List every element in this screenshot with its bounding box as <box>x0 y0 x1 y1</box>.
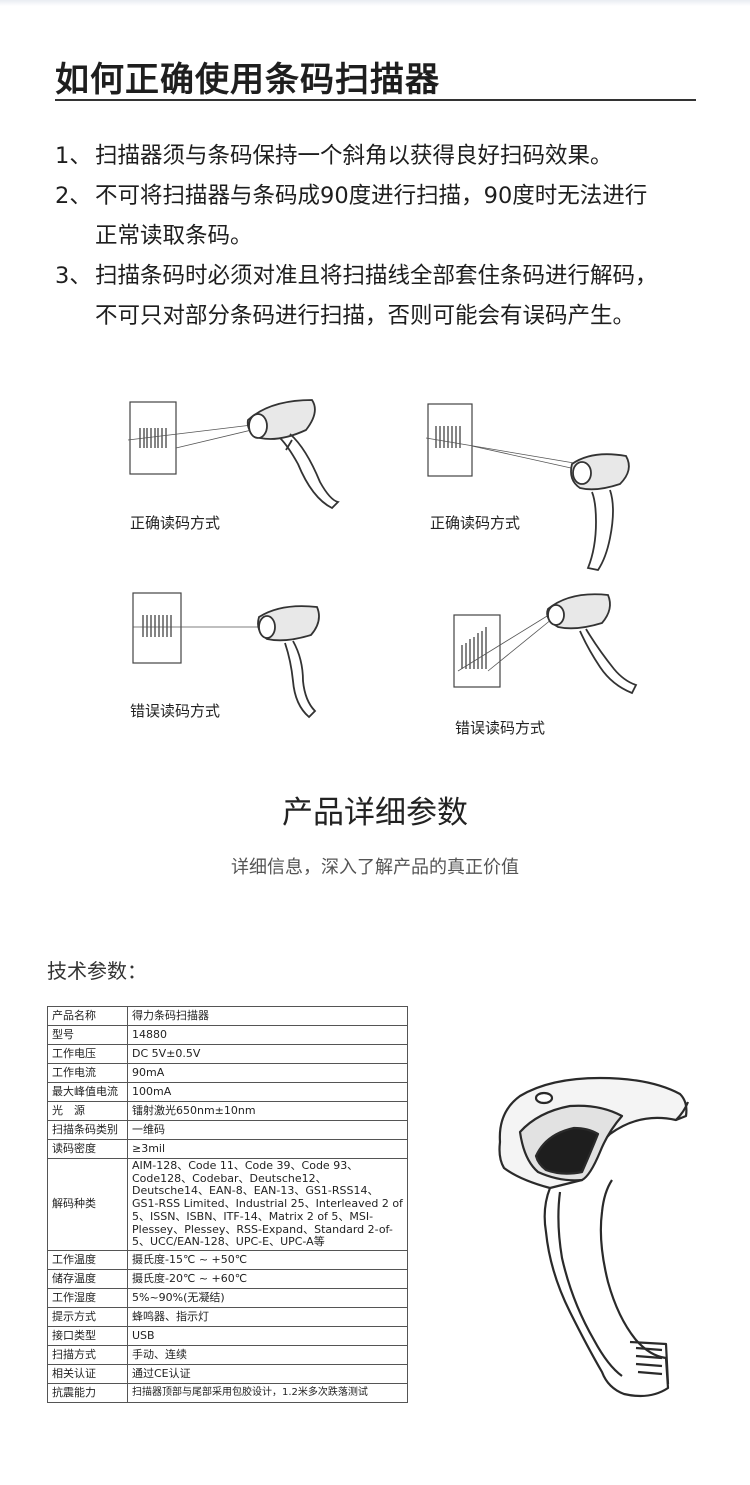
table-row: 光 源镭射激光650nm±10nm <box>47 1101 408 1121</box>
table-row: 扫描条码类别一维码 <box>47 1120 408 1140</box>
barcode-card <box>453 614 501 688</box>
spec-value: 得力条码扫描器 <box>127 1006 408 1026</box>
scan-beam <box>425 437 581 471</box>
usage-tips: 1、 扫描器须与条码保持一个斜角以获得良好扫码效果。 2、 不可将扫描器与条码成… <box>55 136 715 336</box>
spec-key: 相关认证 <box>47 1363 128 1384</box>
page-title: 如何正确使用条码扫描器 <box>55 60 440 100</box>
spec-value: 5%~90%(无凝结) <box>127 1287 408 1308</box>
spec-key: 工作电流 <box>47 1063 128 1083</box>
table-row: 工作温度摄氏度-15℃ ~ +50℃ <box>47 1249 408 1270</box>
barcode-card <box>132 592 182 664</box>
scanner-icon <box>546 593 638 695</box>
tip-2: 2、 不可将扫描器与条码成90度进行扫描，90度时无法进行 正常读取条码。 <box>55 176 715 256</box>
barcode-card <box>129 401 177 475</box>
diagram-wrong-1 <box>125 585 355 720</box>
scanner-icon <box>570 453 630 572</box>
table-row: 储存温度摄氏度-20℃ ~ +60℃ <box>47 1268 408 1289</box>
spec-value: 蜂鸣器、指示灯 <box>127 1306 408 1327</box>
table-row: 产品名称得力条码扫描器 <box>47 1006 408 1026</box>
section-title: 产品详细参数 <box>282 795 468 831</box>
spec-value: 90mA <box>127 1063 408 1083</box>
tip-number: 3、 <box>55 263 92 289</box>
table-row: 提示方式蜂鸣器、指示灯 <box>47 1306 408 1327</box>
diagram-correct-2 <box>420 398 650 578</box>
barcode-bars-icon <box>435 426 461 448</box>
table-row: 读码密度≥3mil <box>47 1139 408 1159</box>
tech-params-label: 技术参数： <box>47 959 147 983</box>
spec-key: 扫描方式 <box>47 1344 128 1365</box>
section-subtitle: 详细信息，深入了解产品的真正价值 <box>231 857 519 878</box>
tip-number: 1、 <box>55 143 92 169</box>
spec-key: 扫描条码类别 <box>47 1120 128 1140</box>
spec-value: 摄氏度-15℃ ~ +50℃ <box>127 1249 408 1270</box>
scanner-illustration <box>490 1072 700 1406</box>
tip-text: 扫描器须与条码保持一个斜角以获得良好扫码效果。 <box>95 143 613 169</box>
caption-wrong-1: 错误读码方式 <box>130 702 221 720</box>
spec-value: 一维码 <box>127 1120 408 1140</box>
spec-key: 接口类型 <box>47 1325 128 1346</box>
spec-key: 解码种类 <box>47 1158 128 1251</box>
tip-text: 不可只对部分条码进行扫描，否则可能会有误码产生。 <box>95 303 636 329</box>
spec-value: 14880 <box>127 1025 408 1045</box>
spec-value: 镭射激光650nm±10nm <box>127 1101 408 1121</box>
spec-key: 提示方式 <box>47 1306 128 1327</box>
diagram-correct-1 <box>120 390 360 510</box>
spec-value: ≥3mil <box>127 1139 408 1159</box>
top-border <box>0 0 750 6</box>
table-row: 扫描方式手动、连续 <box>47 1344 408 1365</box>
spec-key: 抗震能力 <box>47 1382 128 1403</box>
spec-value: DC 5V±0.5V <box>127 1044 408 1064</box>
barcode-card <box>427 403 473 477</box>
tip-text: 不可将扫描器与条码成90度进行扫描，90度时无法进行 <box>95 183 648 209</box>
table-row: 相关认证通过CE认证 <box>47 1363 408 1384</box>
spec-key: 工作湿度 <box>47 1287 128 1308</box>
spec-key: 型号 <box>47 1025 128 1045</box>
tip-1: 1、 扫描器须与条码保持一个斜角以获得良好扫码效果。 <box>55 136 715 176</box>
spec-key: 工作电压 <box>47 1044 128 1064</box>
spec-value: 通过CE认证 <box>127 1363 408 1384</box>
spec-key: 工作温度 <box>47 1249 128 1270</box>
spec-value: 摄氏度-20℃ ~ +60℃ <box>127 1268 408 1289</box>
spec-key: 储存温度 <box>47 1268 128 1289</box>
spec-key: 光 源 <box>47 1101 128 1121</box>
barcode-bars-icon <box>461 627 487 669</box>
spec-value: USB <box>127 1325 408 1346</box>
spec-value: 100mA <box>127 1082 408 1102</box>
caption-wrong-2: 错误读码方式 <box>455 719 546 737</box>
scanner-icon <box>257 605 320 719</box>
spec-key: 最大峰值电流 <box>47 1082 128 1102</box>
tip-text: 扫描条码时必须对准且将扫描线全部套住条码进行解码， <box>95 263 658 289</box>
diagram-wrong-2 <box>448 585 658 705</box>
spec-value: AIM-128、Code 11、Code 39、Code 93、Code128、… <box>127 1158 408 1251</box>
spec-key: 读码密度 <box>47 1139 128 1159</box>
scan-beam <box>127 423 261 449</box>
table-row: 抗震能力扫描器顶部与尾部采用包胶设计，1.2米多次跌落测试 <box>47 1382 408 1403</box>
spec-value: 手动、连续 <box>127 1344 408 1365</box>
tip-number: 2、 <box>55 183 92 209</box>
tip-text: 正常读取条码。 <box>95 223 253 249</box>
barcode-scanner-icon <box>498 1076 690 1398</box>
caption-correct-1: 正确读码方式 <box>130 514 221 532</box>
spec-value: 扫描器顶部与尾部采用包胶设计，1.2米多次跌落测试 <box>127 1382 408 1403</box>
title-underline <box>55 99 696 101</box>
tip-3: 3、 扫描条码时必须对准且将扫描线全部套住条码进行解码， 不可只对部分条码进行扫… <box>55 256 715 336</box>
caption-correct-2: 正确读码方式 <box>430 514 521 532</box>
spec-key: 产品名称 <box>47 1006 128 1026</box>
scan-beam <box>457 612 553 672</box>
barcode-bars-icon <box>142 615 172 637</box>
scanner-icon <box>246 399 340 510</box>
